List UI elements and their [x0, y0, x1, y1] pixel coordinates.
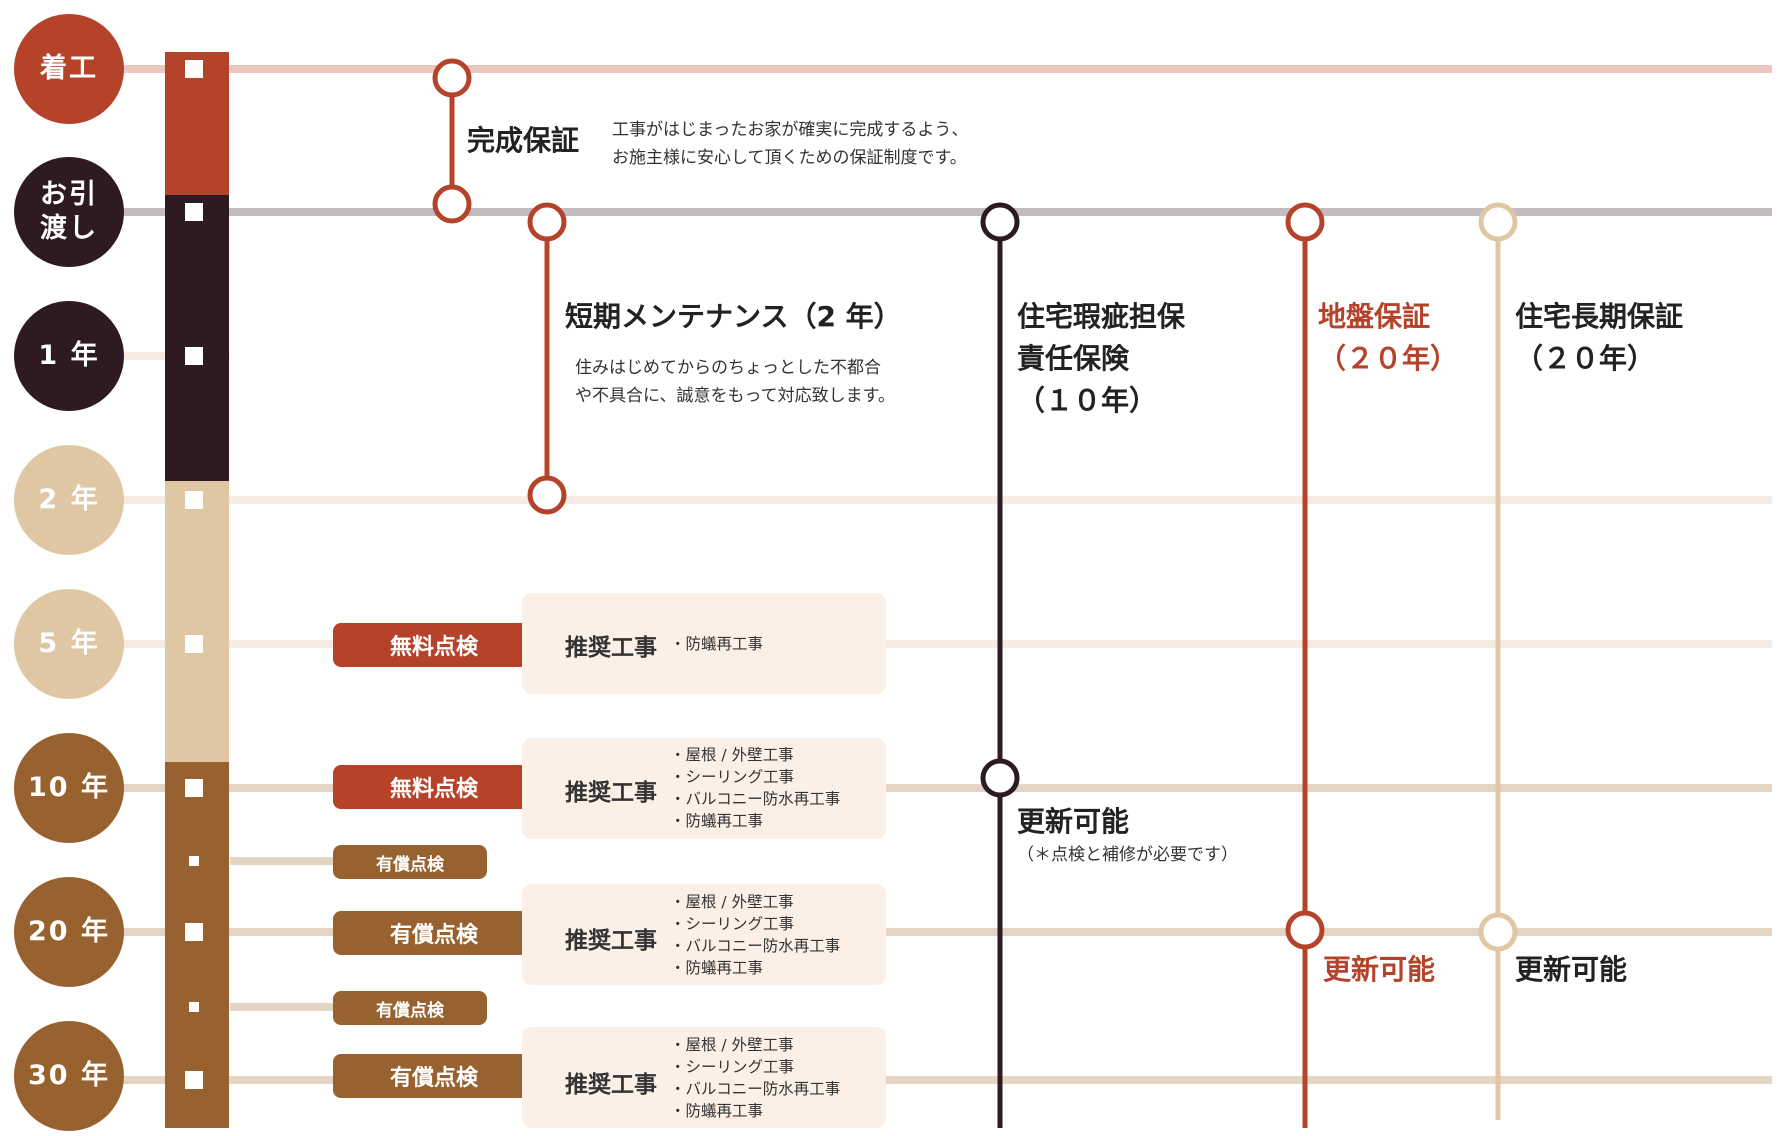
- stage-label: 10 年: [28, 772, 110, 803]
- bar-marker: [189, 856, 199, 866]
- work-item: ・防蟻再工事: [670, 959, 764, 977]
- defect-insurance-start-node: [980, 202, 1020, 242]
- stage-circle-year5: 5 年: [14, 589, 124, 699]
- long-term-warranty-title: 住宅長期保証 （２０年）: [1515, 300, 1684, 375]
- recommended-work-year5: 推奨工事 ・防蟻再工事: [522, 593, 886, 694]
- work-item: ・バルコニー防水再工事: [670, 1080, 841, 1098]
- stage-label: 1 年: [38, 340, 100, 371]
- stage-label: 30 年: [28, 1060, 110, 1091]
- bar-marker: [185, 203, 203, 221]
- free-inspection-year10: 無料点検: [333, 765, 535, 809]
- stage-circle-year1: 1 年: [14, 301, 124, 411]
- short-maintenance-title: 短期メンテナンス（2 年）: [565, 300, 902, 333]
- stage-label: 2 年: [38, 484, 100, 515]
- work-item: ・屋根 / 外壁工事: [670, 1036, 794, 1054]
- defect-insurance-note: （＊点検と補修が必要です）: [1017, 845, 1238, 865]
- paid-inspection-year20: 有償点検: [333, 911, 535, 955]
- bar-marker: [189, 1002, 199, 1012]
- completion-title: 完成保証: [467, 124, 580, 157]
- recommended-work-label: 推奨工事: [565, 1072, 657, 1098]
- recommended-work-items: ・屋根 / 外壁工事 ・シーリング工事 ・バルコニー防水再工事 ・防蟻再工事: [670, 744, 840, 832]
- stage-circle-year2: 2 年: [14, 445, 124, 555]
- bar-segment-early: [165, 195, 229, 481]
- work-item: ・シーリング工事: [670, 915, 795, 933]
- bar-marker: [185, 1071, 203, 1089]
- recommended-work-year10: 推奨工事 ・屋根 / 外壁工事 ・シーリング工事 ・バルコニー防水再工事 ・防蟻…: [522, 738, 886, 839]
- bar-marker: [185, 60, 203, 78]
- recommended-work-year20: 推奨工事 ・屋根 / 外壁工事 ・シーリング工事 ・バルコニー防水再工事 ・防蟻…: [522, 884, 886, 985]
- stage-label: 20 年: [28, 916, 110, 947]
- free-inspection-year5: 無料点検: [333, 623, 535, 667]
- stage-circle-year10: 10 年: [14, 733, 124, 843]
- recommended-work-items: ・防蟻再工事: [670, 633, 763, 655]
- bar-marker: [185, 779, 203, 797]
- ground-warranty-renew-node: [1285, 910, 1325, 950]
- work-item: ・防蟻再工事: [670, 635, 764, 653]
- long-term-warranty-renew-node: [1478, 912, 1518, 952]
- work-item: ・屋根 / 外壁工事: [670, 893, 794, 911]
- bar-marker: [185, 635, 203, 653]
- short-maintenance-end-node: [527, 475, 567, 515]
- stage-label: お引 渡し: [40, 179, 98, 244]
- defect-insurance-renew: 更新可能: [1017, 805, 1130, 838]
- paid-inspection-year30: 有償点検: [333, 1054, 535, 1098]
- long-term-warranty-start-node: [1478, 202, 1518, 242]
- recommended-work-label: 推奨工事: [565, 780, 657, 806]
- completion-start-node: [432, 58, 472, 98]
- stage-label: 着工: [40, 53, 98, 84]
- work-item: ・バルコニー防水再工事: [670, 937, 841, 955]
- recommended-work-year30: 推奨工事 ・屋根 / 外壁工事 ・シーリング工事 ・バルコニー防水再工事 ・防蟻…: [522, 1027, 886, 1128]
- stage-circle-handover: お引 渡し: [14, 157, 124, 267]
- bar-marker: [185, 491, 203, 509]
- long-term-warranty-renew: 更新可能: [1515, 953, 1628, 986]
- recommended-work-items: ・屋根 / 外壁工事 ・シーリング工事 ・バルコニー防水再工事 ・防蟻再工事: [670, 891, 840, 979]
- stage-circle-year20: 20 年: [14, 877, 124, 987]
- work-item: ・シーリング工事: [670, 1058, 795, 1076]
- recommended-work-label: 推奨工事: [565, 635, 657, 661]
- work-item: ・シーリング工事: [670, 768, 795, 786]
- defect-insurance-title: 住宅瑕疵担保 責任保険 （１０年）: [1017, 300, 1186, 417]
- work-item: ・防蟻再工事: [670, 1102, 764, 1120]
- stage-label: 5 年: [38, 628, 100, 659]
- ground-warranty-start-node: [1285, 202, 1325, 242]
- defect-insurance-renew-node: [980, 758, 1020, 798]
- paid-inspection-year15: 有償点検: [333, 845, 487, 879]
- short-maintenance-desc: 住みはじめてからのちょっとした不都合 や不具合に、誠意をもって対応致します。: [575, 358, 895, 406]
- bar-segment-mid: [165, 481, 229, 762]
- work-item: ・屋根 / 外壁工事: [670, 746, 794, 764]
- work-item: ・防蟻再工事: [670, 812, 764, 830]
- completion-desc: 工事がはじまったお家が確実に完成するよう、 お施主様に安心して頂くための保証制度…: [612, 120, 969, 168]
- ground-warranty-renew: 更新可能: [1323, 953, 1436, 986]
- stage-circle-year30: 30 年: [14, 1021, 124, 1131]
- short-maintenance-start-node: [527, 202, 567, 242]
- bar-marker: [185, 347, 203, 365]
- paid-inspection-year25: 有償点検: [333, 991, 487, 1025]
- bar-marker: [185, 923, 203, 941]
- work-item: ・バルコニー防水再工事: [670, 790, 841, 808]
- bar-segment-late: [165, 762, 229, 1128]
- stage-circle-start: 着工: [14, 14, 124, 124]
- recommended-work-label: 推奨工事: [565, 928, 657, 954]
- completion-end-node: [432, 184, 472, 224]
- recommended-work-items: ・屋根 / 外壁工事 ・シーリング工事 ・バルコニー防水再工事 ・防蟻再工事: [670, 1034, 840, 1122]
- ground-warranty-title: 地盤保証 （２０年）: [1318, 300, 1459, 375]
